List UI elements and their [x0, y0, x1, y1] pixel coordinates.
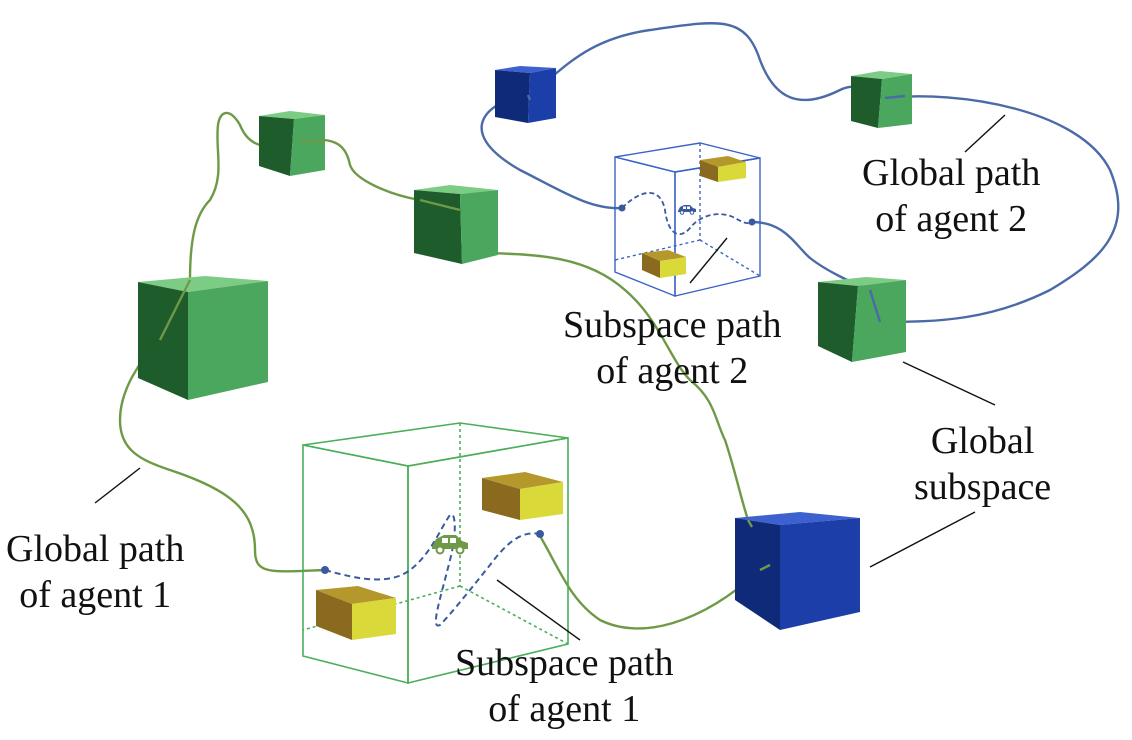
subspace-box-agent1	[302, 422, 569, 685]
subspace-path-agent2	[621, 192, 753, 236]
leader-subspace-path-agent1	[496, 579, 581, 641]
obstacle-subspace1-top	[482, 472, 563, 520]
label-global-subspace: Global subspace	[914, 418, 1051, 510]
leader-global-subspace	[902, 361, 996, 406]
global-path-agent2	[480, 22, 1120, 324]
label-global-path-agent1: Global path of agent 1	[6, 526, 184, 618]
global-subspace-cube-agent1-c	[138, 276, 268, 400]
label-line: Global path	[862, 152, 1041, 194]
global-path-agent1-blue-overlay	[746, 519, 771, 572]
label-line: of agent 1	[488, 688, 641, 730]
subspace2-entry-node	[618, 204, 626, 212]
global-subspace-cube-agent1-a	[259, 111, 325, 176]
leader-global-path-agent2	[964, 114, 1006, 153]
global-path-agent2-overlay	[526, 94, 906, 323]
label-subspace-path-agent1: Subspace path of agent 1	[455, 640, 673, 732]
leader-lines	[94, 114, 1006, 641]
subspace-path-agent1	[324, 513, 541, 627]
car-icon	[678, 205, 696, 215]
leader-global-path-agent1	[94, 467, 141, 504]
label-line: Global path	[6, 528, 185, 570]
global-subspace-cube-agent2-a	[851, 71, 912, 128]
subspace1-exit-node	[536, 530, 544, 538]
global-path-agent1	[118, 111, 761, 630]
leader-subspace-path-agent2	[689, 237, 728, 284]
label-line: Subspace path	[455, 642, 674, 684]
label-line: Subspace path	[563, 304, 782, 346]
global-subspace-cube-agent1-b	[414, 185, 498, 264]
label-line: subspace	[914, 466, 1052, 508]
label-subspace-path-agent2: Subspace path of agent 2	[563, 302, 781, 394]
label-line: of agent 1	[19, 574, 172, 616]
global-path-agent1-overlay	[158, 138, 461, 341]
label-line: Global	[930, 420, 1035, 462]
subspace1-entry-node	[321, 566, 329, 574]
global-subspace-cube-blue-agent2	[495, 66, 556, 123]
global-subspace-cube-agent2-b	[818, 277, 906, 362]
label-global-path-agent2: Global path of agent 2	[862, 150, 1040, 242]
label-line: of agent 2	[875, 198, 1028, 240]
obstacle-subspace2-bottom	[642, 250, 686, 278]
subspace2-exit-node	[748, 218, 756, 226]
obstacle-subspace2-top	[700, 156, 746, 182]
leader-global-subspace-blue	[869, 511, 976, 568]
car-icon	[432, 535, 468, 555]
obstacle-subspace1-bottom	[316, 586, 396, 640]
label-line: of agent 2	[596, 350, 749, 392]
global-subspace-cube-blue-agent1	[735, 512, 860, 630]
